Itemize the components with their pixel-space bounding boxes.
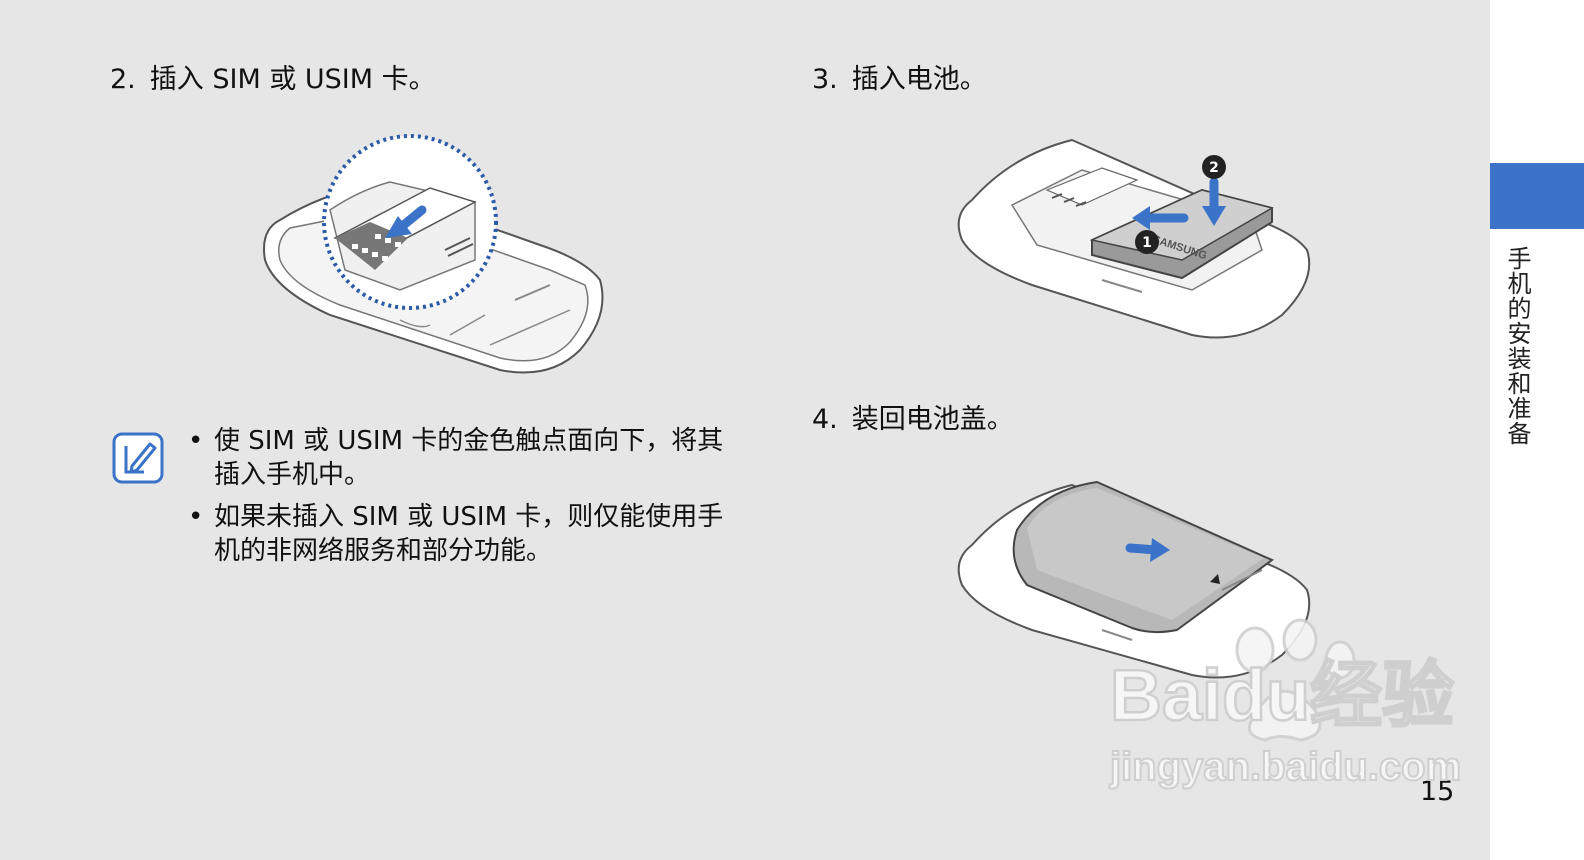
step-4-number: 4. [812,404,838,435]
chapter-tab-label: 手机的安装和准备 [1500,246,1535,446]
step-2-heading: 2. 插入 SIM 或 USIM 卡。 [110,64,436,96]
step-2-text: 插入 SIM 或 USIM 卡。 [150,64,436,95]
callout-1-label: 1 [1142,235,1152,251]
step-3-number: 3. [812,64,838,95]
step-2-number: 2. [110,64,136,95]
note-item: 如果未插入 SIM 或 USIM 卡，则仅能使用手机的非网络服务和部分功能。 [188,500,748,568]
step-3-text: 插入电池。 [852,64,987,95]
step-4-text: 装回电池盖。 [852,404,1014,435]
note-item: 使 SIM 或 USIM 卡的金色触点面向下，将其插入手机中。 [188,424,748,492]
note-list: 使 SIM 或 USIM 卡的金色触点面向下，将其插入手机中。 如果未插入 SI… [188,424,748,576]
chapter-tab-marker [1490,163,1584,229]
battery-insertion-illustration: SAMSUNG 1 2 [952,130,1322,345]
step-4-heading: 4. 装回电池盖。 [812,404,1014,436]
watermark-url-text: jingyan.baidu.com [1109,745,1461,789]
baidu-watermark-logo: Baidu经验 jingyan.baidu.com [1105,615,1485,795]
note-pencil-icon [112,432,164,484]
manual-page: 2. 插入 SIM 或 USIM 卡。 3. 插入电池。 4. 装回电池盖。 [0,0,1490,860]
sim-insertion-illustration [250,130,620,380]
callout-2-label: 2 [1209,160,1219,176]
step-3-heading: 3. 插入电池。 [812,64,987,96]
watermark-brand-text: Baidu经验 [1110,656,1454,736]
